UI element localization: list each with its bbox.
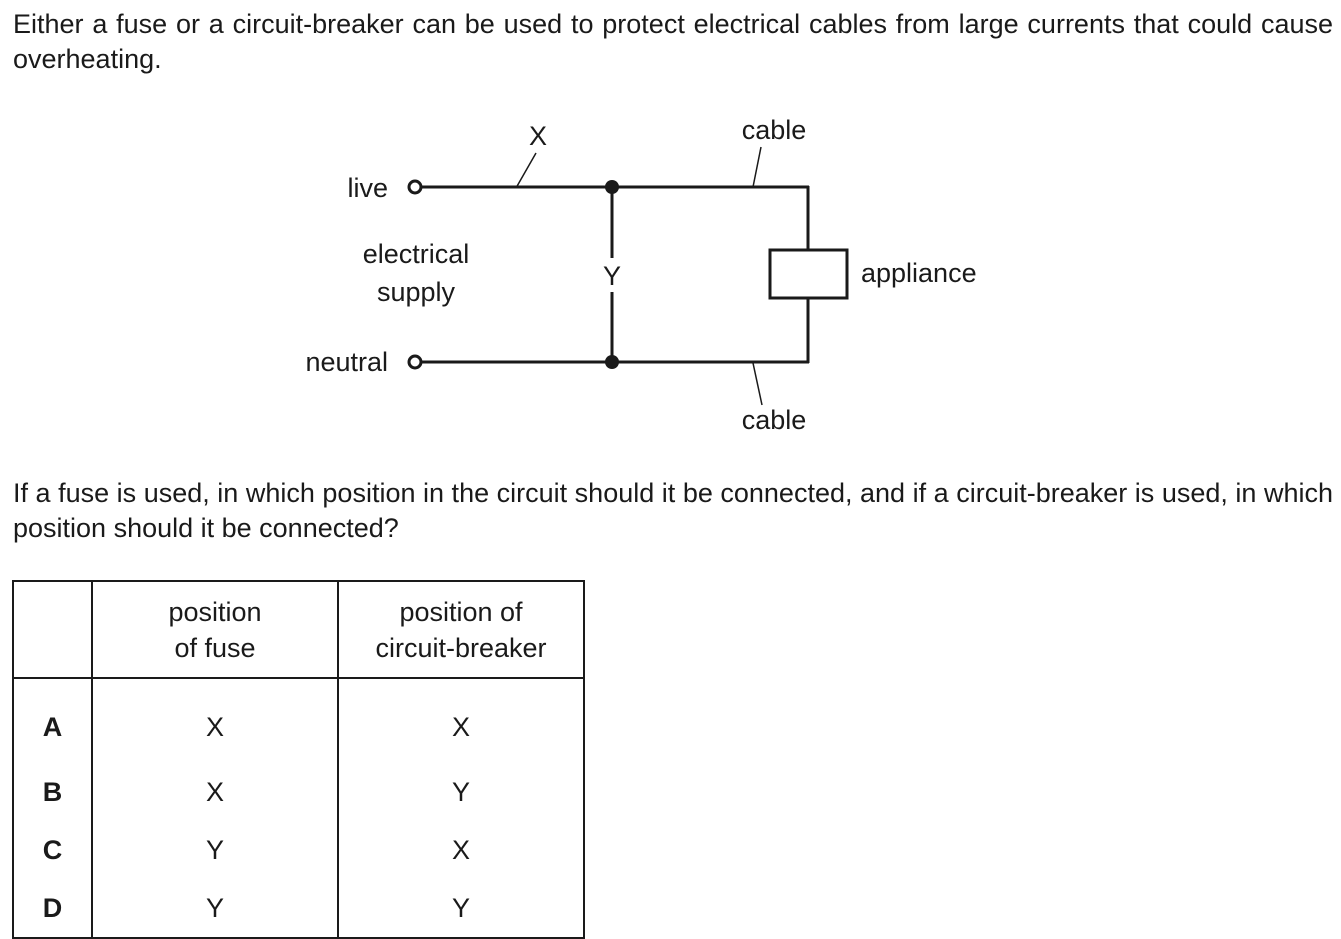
- header-cb-line1: position of: [399, 596, 523, 627]
- junction-top: [605, 180, 619, 194]
- breaker-position: Y: [451, 776, 470, 807]
- header-cb-line2: circuit-breaker: [375, 632, 547, 663]
- breaker-position: X: [451, 834, 470, 865]
- junction-bottom: [605, 355, 619, 369]
- breaker-position: X: [451, 711, 470, 742]
- header-fuse: position of fuse: [92, 581, 339, 679]
- option-key: D: [13, 879, 93, 938]
- intro-text: Either a fuse or a circuit-breaker can b…: [13, 9, 1333, 74]
- header-fuse-line2: of fuse: [174, 632, 256, 663]
- answer-table: position of fuse position of circuit-bre…: [12, 580, 585, 939]
- breaker-position: Y: [451, 892, 470, 923]
- fuse-position: Y: [92, 821, 339, 879]
- x-leader: [515, 152, 537, 189]
- header-key: [13, 581, 93, 679]
- header-fuse-line1: position: [168, 596, 262, 627]
- option-key: C: [13, 821, 93, 879]
- appliance-box: [768, 248, 849, 300]
- fuse-position: X: [92, 763, 339, 821]
- label-neutral: neutral: [305, 347, 388, 377]
- option-key: A: [13, 678, 93, 763]
- table-row: B X Y: [13, 763, 584, 821]
- label-cable-bottom: cable: [742, 405, 807, 435]
- option-key: B: [13, 763, 93, 821]
- label-x: X: [529, 121, 547, 151]
- label-cable-top: cable: [742, 115, 807, 145]
- cable-bottom-leader: [752, 362, 763, 406]
- label-supply-line1: electrical: [363, 239, 470, 269]
- table-row: C Y X: [13, 821, 584, 879]
- cable-top-leader: [752, 146, 762, 188]
- label-y: Y: [603, 261, 621, 291]
- question-text: If a fuse is used, in which position in …: [13, 478, 1333, 543]
- fuse-position: Y: [92, 879, 339, 938]
- circuit-diagram: X cable live electrical supply Y applian…: [305, 115, 977, 435]
- live-terminal: [407, 179, 423, 195]
- table-row: A X X: [13, 678, 584, 763]
- fuse-position: X: [92, 678, 339, 763]
- label-appliance: appliance: [861, 258, 977, 288]
- table-header-row: position of fuse position of circuit-bre…: [13, 581, 584, 679]
- label-supply-line2: supply: [377, 277, 456, 307]
- neutral-terminal: [407, 354, 423, 370]
- table-row: D Y Y: [13, 879, 584, 938]
- label-live: live: [347, 173, 388, 203]
- header-circuit-breaker: position of circuit-breaker: [338, 581, 584, 679]
